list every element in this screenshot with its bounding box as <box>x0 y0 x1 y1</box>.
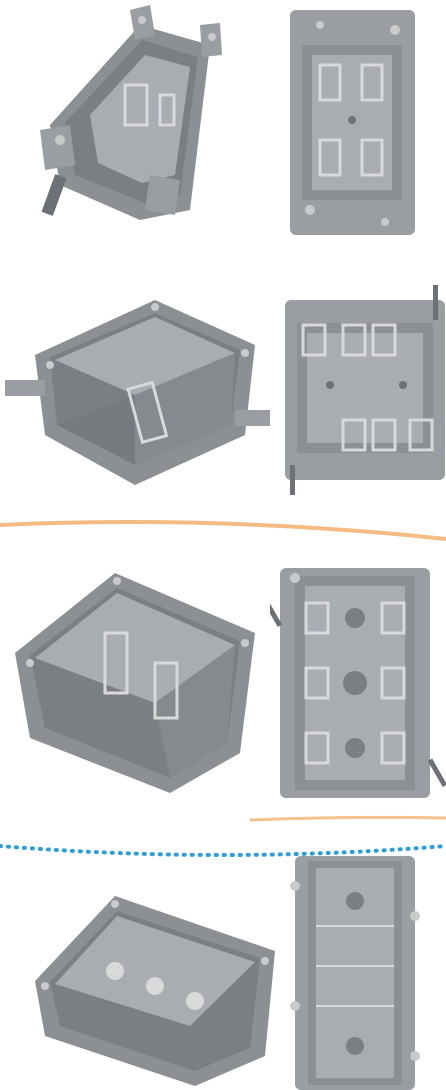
two-gang-box-top-image <box>285 285 445 495</box>
single-gang-box-perspective-image <box>30 5 230 230</box>
three-gang-box-top-image <box>270 568 446 798</box>
two-gang-box-perspective-image <box>5 285 270 490</box>
four-gang-box-perspective-image <box>20 876 275 1086</box>
product-row-two-gang <box>0 270 446 500</box>
single-gang-box-top-image <box>290 10 415 235</box>
product-row-four-gang <box>0 856 446 1090</box>
divider-orange-swoosh <box>0 515 446 545</box>
product-row-three-gang <box>0 548 446 810</box>
divider-blue-dotted-arc <box>0 836 446 866</box>
product-row-single-gang <box>0 0 446 250</box>
four-gang-box-top-image <box>280 856 430 1090</box>
divider-orange-swoosh <box>0 808 446 830</box>
three-gang-box-perspective-image <box>5 563 255 798</box>
